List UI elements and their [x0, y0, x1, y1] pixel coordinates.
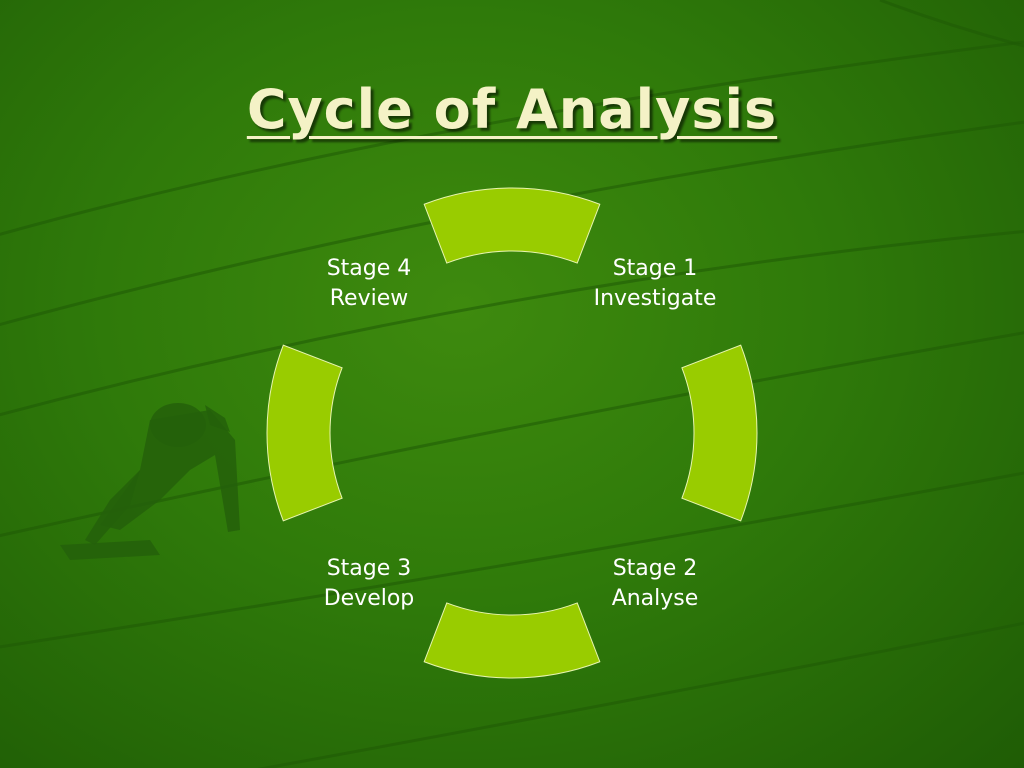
track-line — [0, 471, 1024, 649]
stage-3-label: Stage 3 Develop — [269, 554, 469, 614]
cycle-segment-bottom — [423, 602, 601, 679]
cycle-segment-right — [681, 344, 758, 522]
slide-title: Cycle of Analysis — [246, 78, 778, 141]
stage-2-number: Stage 2 — [612, 556, 698, 581]
stage-4-number: Stage 4 — [326, 256, 412, 281]
track-line — [0, 230, 1024, 417]
stage-1-number: Stage 1 — [612, 256, 698, 281]
track-line — [0, 40, 1024, 236]
stage-4-label: Stage 4 Review — [269, 254, 469, 314]
cycle-segment-top — [423, 187, 601, 264]
track-line — [257, 621, 1024, 768]
stage-1-label: Stage 1 Investigate — [555, 254, 755, 314]
stage-3-name: Develop — [323, 586, 415, 611]
stage-2-name: Analyse — [611, 586, 699, 611]
sprinter-silhouette — [60, 403, 240, 560]
cycle-segment-left — [266, 344, 343, 522]
stage-2-label: Stage 2 Analyse — [555, 554, 755, 614]
track-line — [879, 0, 1024, 48]
stage-1-name: Investigate — [593, 286, 717, 311]
stage-4-name: Review — [329, 286, 409, 311]
stage-3-number: Stage 3 — [326, 556, 412, 581]
